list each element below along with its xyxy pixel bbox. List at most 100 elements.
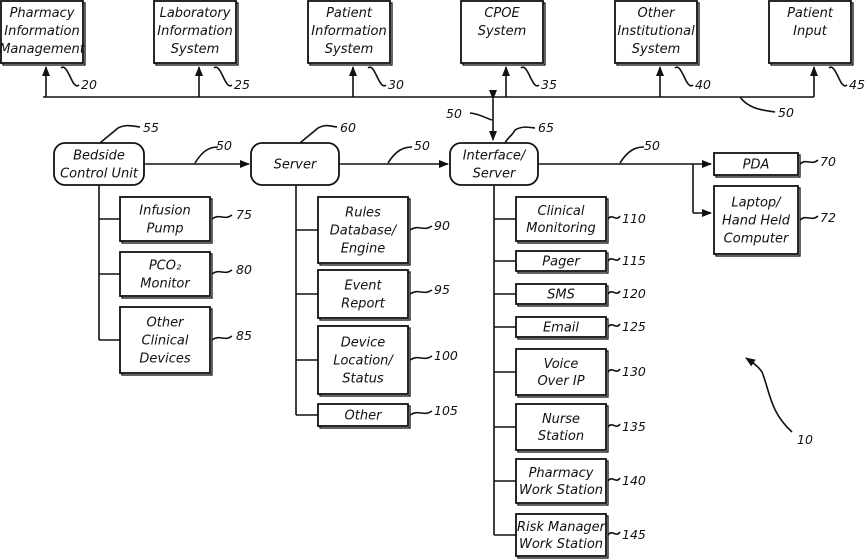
bedside-device-1: InfusionPump: [120, 197, 212, 243]
interface-output-5: VoiceOver IP: [516, 349, 608, 397]
bus-ref-leader: [740, 97, 775, 112]
interface-output-4: Email: [516, 317, 608, 339]
top-box-1-label: PharmacyInformationManagement: [0, 6, 86, 57]
top-box-1-ref: 20: [81, 77, 97, 92]
top-box-1-leader: [61, 67, 79, 86]
interface-output-4-leader: [608, 324, 620, 327]
server-module-3-leader: [410, 356, 432, 360]
top-box-3-leader: [368, 67, 386, 86]
mobile-device-2-label: Laptop/Hand HeldComputer: [722, 196, 791, 247]
bedside-device-2-ref: 80: [236, 262, 252, 277]
top-box-3-label-line: Information: [311, 24, 386, 39]
interface-output-4-label-line: Email: [543, 321, 579, 336]
server-module-1-leader: [410, 226, 432, 230]
interface-output-5-label-line: Voice: [544, 357, 579, 372]
interface-output-2-ref: 115: [622, 253, 646, 268]
top-box-2-ref: 25: [234, 77, 250, 92]
bedside-device-2-label-line: Monitor: [140, 277, 191, 292]
server-module-3-label-line: Device: [341, 336, 385, 351]
bedside-device-3-label-line: Devices: [139, 352, 190, 367]
server-module-2-ref: 95: [434, 282, 450, 297]
top-box-5-label-line: Institutional: [617, 24, 695, 39]
bus-drop-ref-leader: [470, 113, 492, 120]
hub-2-leader: [300, 128, 318, 143]
server-module-1-label-line: Engine: [341, 242, 386, 257]
interface-output-5-ref: 130: [622, 364, 646, 379]
server-module-4-ref: 105: [434, 403, 458, 418]
bedside-device-3-leader: [212, 336, 232, 340]
interface-output-2-leader: [608, 258, 620, 261]
bedside-device-1-label-line: Infusion: [139, 204, 190, 219]
interface-output-3-leader: [608, 291, 620, 294]
interface-output-8: Risk ManagerWork Station: [516, 514, 608, 558]
interface-output-6-label-line: Station: [538, 429, 584, 444]
interface-output-2-label: Pager: [542, 255, 581, 270]
top-box-6-ref: 45: [849, 77, 865, 92]
interface-output-2-label-line: Pager: [542, 255, 581, 270]
mobile-device-1-label: PDA: [743, 158, 770, 173]
bedside-device-1-ref: 75: [236, 207, 252, 222]
hub-3-ref: 65: [538, 120, 554, 135]
interface-output-2: Pager: [516, 251, 608, 273]
server-module-3-ref: 100: [434, 348, 458, 363]
top-box-1: PharmacyInformationManagement: [0, 1, 86, 65]
hub-1: BedsideControl Unit: [54, 143, 144, 185]
hub-2-label-line: Server: [274, 158, 318, 173]
server-module-1-ref: 90: [434, 218, 450, 233]
hub-3: Interface/Server: [450, 143, 538, 185]
server-module-1-label-line: Rules: [345, 206, 381, 221]
interface-output-6-leader: [608, 424, 620, 427]
top-box-3: PatientInformationSystem: [308, 1, 392, 65]
interface-output-5-label-line: Over IP: [537, 374, 584, 389]
hub-3-label-line: Server: [473, 167, 517, 182]
mobile-device-1-leader: [800, 160, 818, 164]
server-module-3-label-line: Location/: [333, 354, 394, 369]
server-module-4-label: Other: [345, 409, 384, 424]
interface-output-7-label-line: Pharmacy: [529, 466, 594, 481]
top-box-6: PatientInput: [769, 1, 853, 65]
interface-output-8-label-line: Risk Manager: [517, 520, 607, 535]
bus-network-ref: 50: [778, 105, 794, 120]
hub-3-leader: [505, 130, 515, 143]
interface-output-1-label-line: Clinical: [538, 204, 585, 219]
server-module-2: EventReport: [318, 270, 410, 320]
top-box-2: LaboratoryInformationSystem: [154, 1, 238, 65]
connector-lines: [43, 67, 847, 535]
top-box-4-ref: 35: [541, 77, 557, 92]
interface-output-7-label-line: Work Station: [519, 483, 603, 498]
top-box-5: OtherInstitutionalSystem: [615, 1, 699, 65]
hub-2-ref: 60: [340, 120, 356, 135]
mobile-device-1-ref: 70: [820, 154, 836, 169]
link-1-ref-leader: [195, 147, 218, 163]
server-module-4: Other: [318, 404, 410, 428]
interface-output-6-label-line: Nurse: [542, 412, 580, 427]
mobile-device-2-ref: 72: [820, 210, 836, 225]
bedside-device-3-ref: 85: [236, 328, 252, 343]
top-box-2-label-line: System: [171, 42, 219, 57]
hub-1-leader: [100, 128, 118, 143]
top-box-3-ref: 30: [388, 77, 404, 92]
interface-output-8-label-line: Work Station: [519, 537, 603, 552]
hub-2-leader-tail: [318, 126, 337, 128]
interface-output-7-leader: [608, 478, 620, 481]
hub-3-leader-tail: [515, 127, 535, 130]
hub-2-label: Server: [274, 158, 318, 173]
server-module-2-label-line: Report: [341, 297, 386, 312]
top-box-3-label-line: Patient: [326, 6, 373, 21]
system-ref-arrow: [746, 358, 792, 432]
mobile-device-1: PDA: [714, 153, 800, 177]
top-box-5-leader: [675, 67, 693, 86]
interface-output-3-label-line: SMS: [547, 288, 575, 303]
bedside-device-3: OtherClinicalDevices: [120, 307, 212, 375]
top-box-5-label-line: System: [632, 42, 680, 57]
top-box-1-label-line: Pharmacy: [10, 6, 75, 21]
interface-output-1-label-line: Monitoring: [526, 221, 596, 236]
top-box-5-label-line: Other: [638, 6, 677, 21]
link-3-ref-leader: [620, 147, 644, 163]
link-3-network-ref: 50: [644, 138, 660, 153]
interface-output-3: SMS: [516, 284, 608, 306]
interface-output-1-leader: [608, 216, 620, 219]
link-1-network-ref: 50: [216, 138, 232, 153]
top-box-1-label-line: Information: [4, 24, 79, 39]
